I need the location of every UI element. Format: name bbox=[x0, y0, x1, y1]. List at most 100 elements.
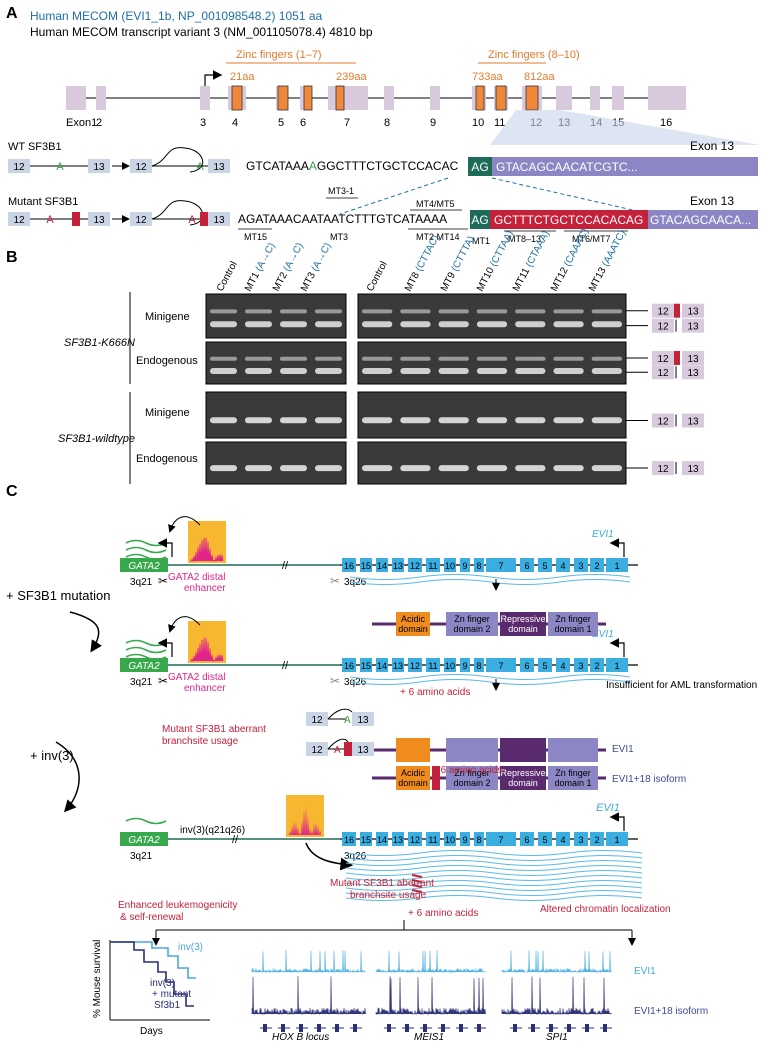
mut-box-13: 13 bbox=[93, 215, 105, 226]
evi1-exon-16 bbox=[342, 658, 356, 672]
evi1-exon-label-16: 16 bbox=[344, 561, 354, 571]
evi1-exon-label-4: 4 bbox=[560, 561, 565, 571]
exon-label-3: 3 bbox=[200, 117, 206, 129]
exon-label-5: 5 bbox=[278, 117, 284, 129]
inv-exon-14 bbox=[376, 832, 388, 846]
c-box-12a: 12 bbox=[311, 715, 323, 726]
wt-branch-a: A bbox=[56, 161, 64, 173]
marker-12: 12 bbox=[657, 307, 669, 318]
band bbox=[476, 417, 508, 424]
evi1-exon-10 bbox=[444, 558, 456, 572]
row-endogenous-wt: Endogenous bbox=[136, 453, 198, 465]
marker-12: 12 bbox=[657, 417, 669, 428]
band-lower bbox=[245, 321, 272, 328]
evi1-gene-label: EVI1 bbox=[592, 629, 614, 640]
evi1-exon-label-15: 15 bbox=[361, 661, 371, 671]
exon-label-16: 16 bbox=[660, 117, 672, 129]
chip-track bbox=[501, 950, 612, 974]
band-upper bbox=[476, 356, 508, 361]
exon-label-8: 8 bbox=[384, 117, 390, 129]
evi1-exon-14 bbox=[376, 658, 388, 672]
evi1-exon-label-12: 12 bbox=[410, 561, 420, 571]
curve-inv3-label: inv(3) bbox=[178, 942, 203, 953]
inv-exon-11 bbox=[426, 832, 440, 846]
gata2-label: GATA2 bbox=[128, 561, 160, 572]
exon-label-1: Exon1 bbox=[66, 117, 97, 129]
domain-4 bbox=[548, 612, 598, 636]
evi1-exon-label-2: 2 bbox=[594, 561, 599, 571]
band-upper bbox=[515, 309, 546, 314]
inv-exon-6 bbox=[520, 832, 534, 846]
evi1-exon-5 bbox=[538, 558, 552, 572]
inv-exon-label-14: 14 bbox=[377, 835, 387, 845]
aa-812: 812aa bbox=[524, 71, 555, 83]
locus-spi1: SPI1 bbox=[546, 1032, 568, 1042]
mt4-5-label: MT4/MT5 bbox=[416, 199, 455, 209]
band-upper bbox=[515, 356, 546, 361]
evi1-exon-3 bbox=[574, 658, 588, 672]
exon-9 bbox=[430, 86, 440, 110]
exon-14 bbox=[590, 86, 600, 110]
gel-1-2 bbox=[357, 293, 627, 339]
band-upper bbox=[245, 309, 272, 314]
row-minigene-wt: Minigene bbox=[145, 407, 190, 419]
group-sf3b1-mut: SF3B1-K666N bbox=[64, 337, 135, 349]
band-lower bbox=[553, 321, 584, 328]
marker-13: 13 bbox=[687, 322, 699, 333]
marker-12: 12 bbox=[657, 464, 669, 475]
break-icon: // bbox=[282, 660, 289, 672]
band-upper bbox=[553, 309, 584, 314]
scissors-icon: ✂ bbox=[158, 674, 168, 688]
evi1-exon-2 bbox=[590, 658, 604, 672]
wt-exon13-label: Exon 13 bbox=[690, 139, 734, 153]
panel-a-label: A bbox=[6, 5, 18, 22]
wt-spliced-12: 12 bbox=[135, 162, 147, 173]
evi1-exon-13 bbox=[392, 558, 404, 572]
chip-track bbox=[251, 950, 366, 974]
band-upper bbox=[315, 356, 342, 361]
evi1-exon-label-10: 10 bbox=[445, 561, 455, 571]
panel-c-label: C bbox=[6, 483, 18, 500]
scissors-icon-2: ✂ bbox=[330, 574, 340, 588]
band-lower bbox=[438, 368, 469, 375]
evi1-exon-11 bbox=[426, 658, 440, 672]
zinc-finger-1 bbox=[231, 85, 243, 111]
panel-b-label: B bbox=[6, 249, 18, 266]
c-a-red: A bbox=[334, 745, 341, 756]
band bbox=[280, 465, 307, 472]
inv-exon-label-16: 16 bbox=[344, 835, 354, 845]
inv-exon-label-10: 10 bbox=[445, 835, 455, 845]
band-lower bbox=[400, 368, 431, 375]
row-minigene-mut: Minigene bbox=[145, 311, 190, 323]
inv3-step: + inv(3) bbox=[30, 748, 74, 763]
wt-exon13-seq: GTACAGCAACATCGTC... bbox=[496, 160, 638, 174]
evi1-exon-label-15: 15 bbox=[361, 561, 371, 571]
inv-exon-3 bbox=[574, 832, 588, 846]
evi1-exon-label-11: 11 bbox=[428, 561, 437, 571]
mut-box-12: 12 bbox=[13, 215, 25, 226]
band-upper bbox=[400, 309, 431, 314]
band bbox=[515, 417, 546, 424]
lane-right-3: MT9 (CTTTA) bbox=[439, 234, 477, 293]
evi1-exon-16 bbox=[342, 558, 356, 572]
band-upper bbox=[245, 356, 272, 361]
band-upper bbox=[438, 356, 469, 361]
zinc-finger-5 bbox=[475, 85, 485, 111]
c-box-12b: 12 bbox=[311, 745, 323, 756]
evi1-exon-11 bbox=[426, 558, 440, 572]
band-lower bbox=[591, 368, 622, 375]
band bbox=[553, 465, 584, 472]
c-box-13b: 13 bbox=[357, 745, 369, 756]
band bbox=[400, 465, 431, 472]
zf1-label: Zinc fingers (1–7) bbox=[236, 49, 322, 61]
band-lower bbox=[515, 321, 546, 328]
zinc-finger-3 bbox=[303, 85, 313, 111]
marker-12: 12 bbox=[657, 354, 669, 365]
band bbox=[210, 465, 237, 472]
